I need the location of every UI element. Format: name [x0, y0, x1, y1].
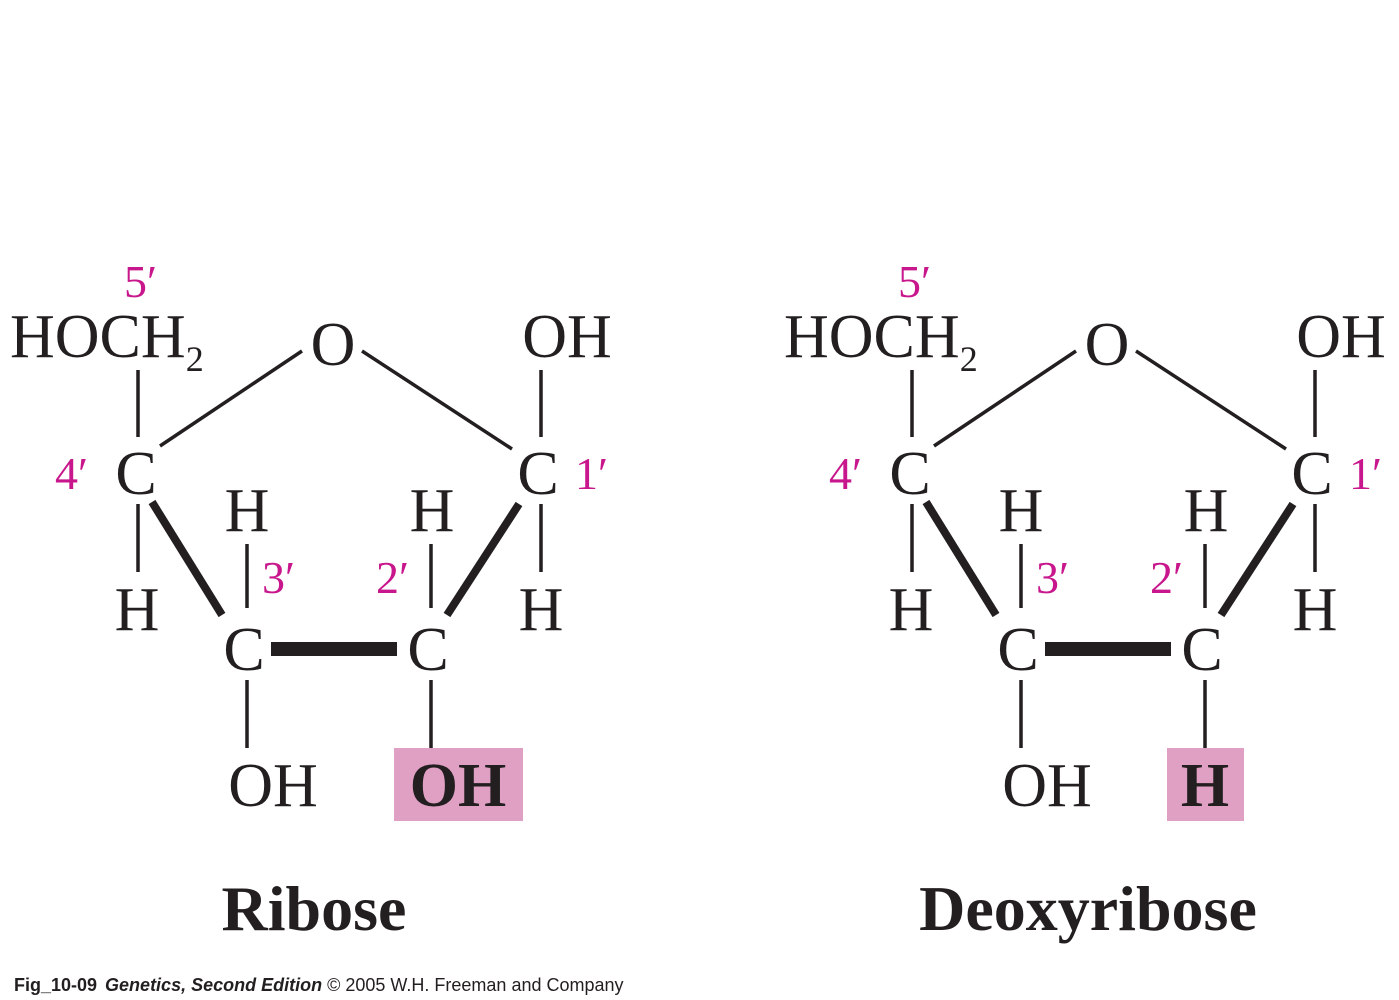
ribose-title: Ribose	[222, 873, 407, 944]
ribose-bond-c1-c2	[443, 501, 523, 618]
deoxyribose-label-3prime: 3′	[1036, 552, 1069, 603]
ribose-c3: C	[223, 616, 264, 684]
ribose-bond-c4-c3	[148, 499, 226, 618]
ribose-c2: C	[407, 616, 448, 684]
deoxyribose-bond-o-c1	[1135, 349, 1287, 451]
ribose-c4: C	[115, 440, 156, 508]
ribose-hoch2: HOCH2	[10, 303, 204, 379]
figure-caption: Fig_10-09 Genetics, Second Edition © 2005…	[14, 975, 624, 996]
deoxyribose-label-5prime: 5′	[898, 256, 931, 307]
ribose-bond-o-c1	[361, 349, 513, 451]
deoxyribose-c4: C	[889, 440, 930, 508]
ribose-c1-hydrogen: H	[519, 576, 564, 644]
deoxyribose-c3: C	[997, 616, 1038, 684]
deoxyribose-hoch2: HOCH2	[784, 303, 978, 379]
deoxyribose-title: Deoxyribose	[919, 873, 1257, 944]
ribose-c4-hydrogen: H	[115, 576, 160, 644]
ribose-c3-hydrogen: H	[225, 477, 270, 545]
ribose-label-5prime: 5′	[124, 256, 157, 307]
deoxyribose-c1: C	[1291, 440, 1332, 508]
deoxyribose-c3-hydrogen: H	[999, 477, 1044, 545]
deoxyribose-c2: C	[1181, 616, 1222, 684]
deoxyribose-bond-c1-c2	[1217, 501, 1297, 618]
deoxyribose-molecule: HOCH2 O OH C C H H H H C C OH H 5′ 4′ 3′…	[784, 256, 1386, 944]
deoxyribose-c3-hydroxyl: OH	[1002, 752, 1092, 820]
deoxyribose-label-1prime: 1′	[1349, 448, 1382, 499]
deoxyribose-ring-oxygen: O	[1085, 311, 1130, 379]
deoxyribose-bond-c4-c3	[922, 499, 1000, 618]
ribose-c1: C	[517, 440, 558, 508]
ribose-c3-hydroxyl: OH	[228, 752, 318, 820]
ribose-label-2prime: 2′	[376, 552, 409, 603]
ribose-c2-hydrogen: H	[410, 477, 455, 545]
caption-copyright: © 2005 W.H. Freeman and Company	[327, 975, 624, 995]
ribose-bond-c4-o	[159, 349, 303, 448]
ribose-2prime-substituent: OH	[410, 752, 506, 820]
deoxyribose-label-4prime: 4′	[829, 448, 862, 499]
deoxyribose-label-2prime: 2′	[1150, 552, 1183, 603]
deoxyribose-2prime-substituent: H	[1181, 752, 1229, 820]
deoxyribose-c1-hydroxyl: OH	[1296, 303, 1386, 371]
deoxyribose-c4-hydrogen: H	[889, 576, 934, 644]
deoxyribose-2prime-highlight	[1167, 748, 1244, 821]
caption-figure-id: Fig_10-09	[14, 975, 98, 995]
ribose-label-4prime: 4′	[55, 448, 88, 499]
caption-book-title: Genetics, Second Edition	[105, 975, 323, 995]
deoxyribose-c1-hydrogen: H	[1293, 576, 1338, 644]
ribose-2prime-highlight	[394, 748, 523, 821]
deoxyribose-bond-c4-o	[933, 349, 1077, 448]
ribose-ring-oxygen: O	[311, 311, 356, 379]
deoxyribose-c2-hydrogen: H	[1184, 477, 1229, 545]
ribose-molecule: HOCH2 O OH C C H H H H C C OH OH 5′ 4′ 3…	[10, 256, 612, 944]
ribose-label-3prime: 3′	[262, 552, 295, 603]
ribose-label-1prime: 1′	[575, 448, 608, 499]
ribose-c1-hydroxyl: OH	[522, 303, 612, 371]
